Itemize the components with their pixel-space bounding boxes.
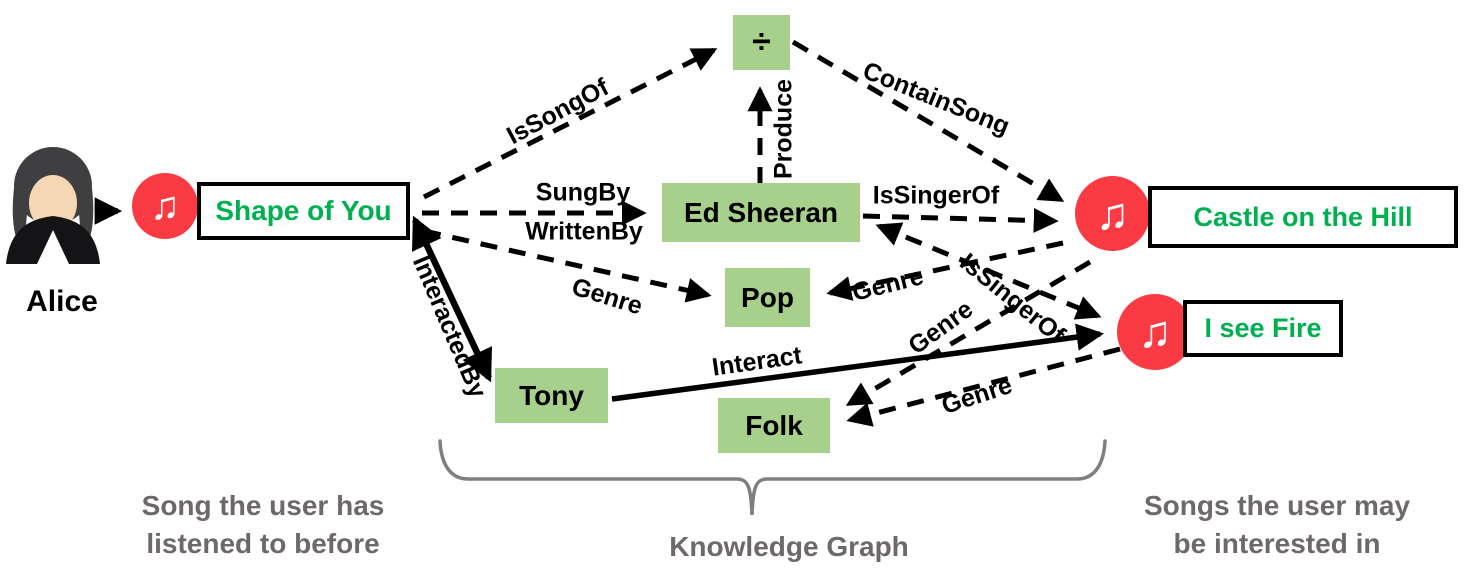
node-i-see-fire: I see Fire [1183,300,1343,357]
node-tony: Tony [495,368,608,423]
edge-label-sung-by: SungBy [535,178,631,207]
music-note-glyph: ♫ [1138,306,1172,357]
alice-avatar [6,147,100,264]
music-note-icon-castle: ♫ [1075,176,1150,251]
edge-is-singer-of-castle [862,207,1059,233]
edge-is-singer-of-fire [875,222,1102,320]
edge-genre-fire-folk [846,346,1121,427]
edge-label-produce: Produce [769,78,798,180]
edge-label-is-singer-of-castle: IsSingerOf [872,181,1000,210]
node-pop: Pop [725,268,810,327]
caption-listened-before: Song the user has listened to before [142,487,385,563]
node-shape-of-you: Shape of You [197,182,410,240]
caption-interested-in: Songs the user may be interested in [1144,487,1410,563]
edge-is-song-of [422,47,718,200]
music-note-glyph: ♫ [1095,187,1130,239]
music-note-icon-i-see-fire: ♫ [1117,294,1193,370]
edge-genre-castle-pop [826,240,1064,301]
node-folk: Folk [718,398,830,453]
music-note-glyph: ♫ [150,183,180,228]
edge-interacted-by [412,215,492,383]
alice-label: Alice [26,285,98,318]
caption-interested-in-line1: Songs the user may [1143,490,1411,521]
knowledge-graph-brace [438,439,1107,516]
edge-genre-castle-folk [845,259,1092,407]
caption-listened-before-line1: Song the user has [141,490,385,521]
edge-label-written-by: WrittenBy [525,217,643,246]
node-ed-sheeran: Ed Sheeran [662,183,860,242]
edge-genre-shape-pop [423,228,712,303]
caption-listened-before-line2: listened to before [146,527,380,559]
edge-contain-song [791,39,1065,203]
caption-knowledge-graph: Knowledge Graph [669,531,909,562]
music-note-icon-shape-of-you: ♫ [132,173,198,239]
node-castle-on-the-hill: Castle on the Hill [1148,186,1458,248]
edge-interact [611,323,1105,402]
caption-interested-in-line2: be interested in [1173,527,1381,559]
node-album-divide: ÷ [733,15,790,70]
